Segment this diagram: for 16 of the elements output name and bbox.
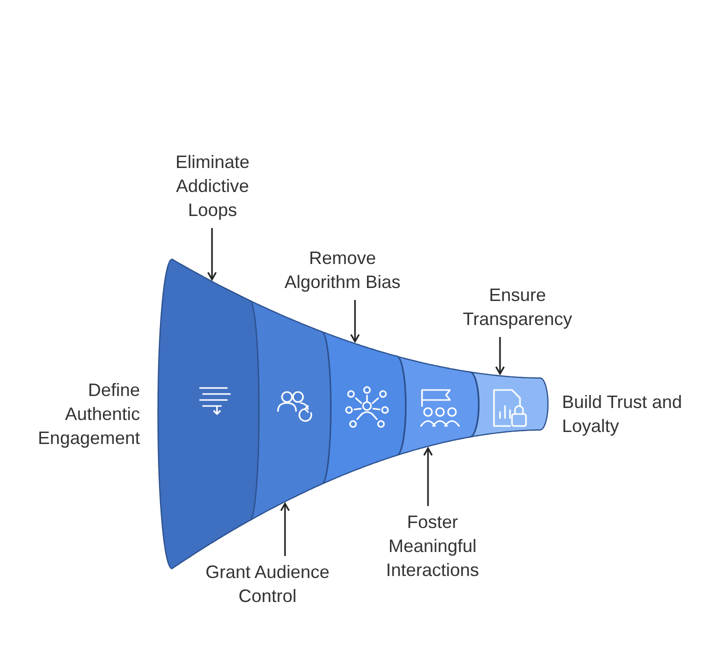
stage-label: Ensure Transparency (455, 283, 580, 331)
arrow (280, 502, 290, 556)
funnel-segment (249, 300, 332, 521)
funnel-segment (396, 356, 480, 456)
funnel-segment (469, 371, 549, 438)
arrow (423, 448, 433, 506)
stage-label: Grant Audience Control (205, 560, 330, 608)
funnel-segment (321, 331, 406, 484)
stage-label: Foster Meaningful Interactions (370, 510, 495, 582)
stage-label: Define Authentic Engagement (36, 379, 140, 450)
stage-label: Build Trust and Loyalty (562, 391, 684, 438)
arrow (495, 337, 505, 375)
stage-label: Eliminate Addictive Loops (150, 150, 275, 222)
arrow (350, 300, 360, 342)
arrow (207, 228, 217, 280)
stage-label: Remove Algorithm Bias (280, 246, 405, 294)
